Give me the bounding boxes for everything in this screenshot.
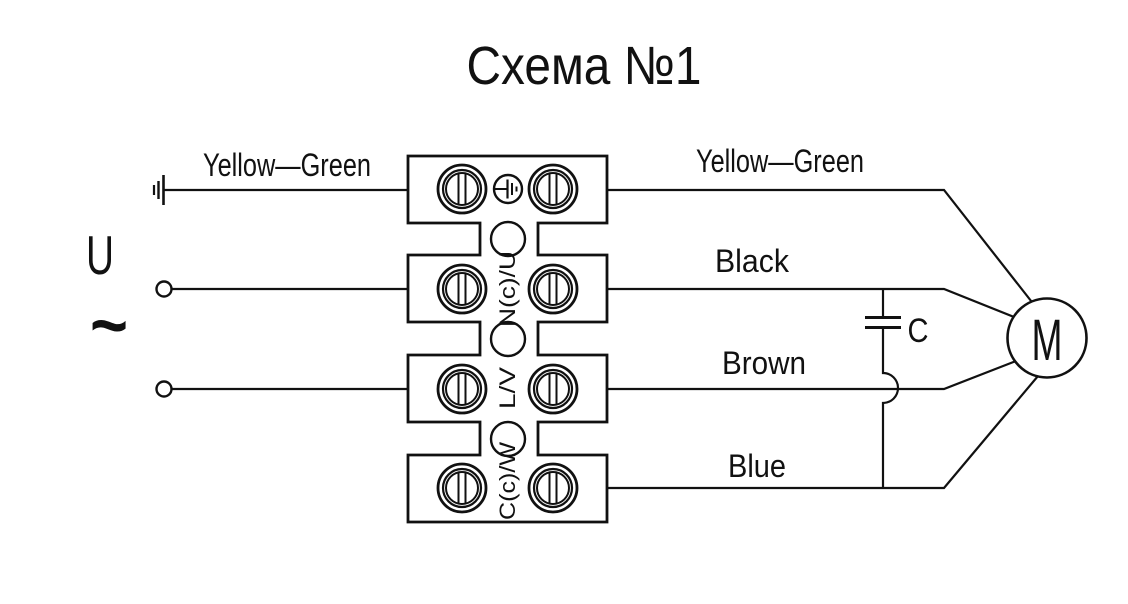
screw-terminal-icon (527, 263, 579, 315)
wire-brown (607, 359, 1017, 391)
input-wires (152, 175, 408, 398)
capacitor-label: C (908, 312, 929, 350)
wire-blue (607, 375, 1039, 490)
capacitor-bottom-lead-with-hop (881, 328, 900, 488)
output-wires (607, 188, 1039, 490)
pe-ground-mark-icon (492, 173, 524, 205)
terminal-row-label-ccw: C(c)/W (495, 442, 520, 520)
wire-label-yellow-green: Yellow—Green (696, 143, 864, 179)
motor: M (1006, 297, 1088, 379)
screw-terminal-icon (436, 363, 488, 415)
input-terminal-2-icon (155, 380, 173, 398)
wire-label-brown: Brown (722, 345, 806, 381)
power-source: U ~ (86, 224, 128, 366)
wire-label-black: Black (715, 243, 790, 279)
ac-tilde-icon: ~ (90, 286, 128, 366)
wire-label-blue: Blue (728, 448, 786, 484)
terminal-strip: N(c)/U L/V C(c)/W (406, 154, 609, 524)
wire-yellow-green (607, 188, 1036, 307)
input-terminal-1-icon (155, 280, 173, 298)
screw-terminal-icon (436, 163, 488, 215)
terminal-row-label-ncu: N(c)/U (495, 251, 520, 327)
screw-terminal-icon (436, 462, 488, 514)
motor-circle-icon (1006, 297, 1088, 379)
screw-terminal-icon (436, 263, 488, 315)
wire-black (607, 287, 1020, 321)
screw-terminal-icon (527, 462, 579, 514)
motor-label: M (1032, 308, 1063, 373)
screw-terminal-icon (527, 163, 579, 215)
mounting-hole-icon (489, 220, 527, 258)
capacitor (865, 289, 901, 488)
terminal-row-label-lv: L/V (495, 367, 520, 409)
earth-ground-icon (152, 175, 165, 205)
mounting-hole-icon (489, 320, 527, 358)
screw-terminal-icon (527, 363, 579, 415)
mounting-hole-icon (489, 420, 527, 458)
page-title: Схема №1 (467, 36, 702, 96)
input-wire-label: Yellow—Green (203, 147, 371, 183)
voltage-label: U (86, 224, 114, 286)
